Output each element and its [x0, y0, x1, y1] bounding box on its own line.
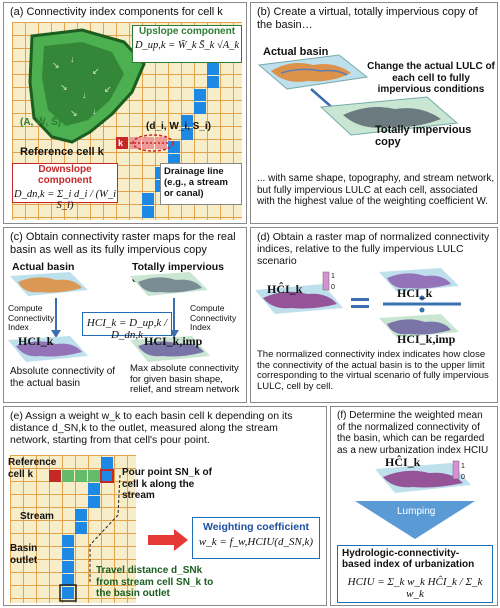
svg-text:↓: ↓ [70, 54, 75, 64]
panel-f-diagram [355, 460, 475, 539]
upslope-inner [42, 42, 124, 126]
f-lumping-funnel [355, 501, 475, 539]
svg-text:↘: ↘ [70, 108, 78, 118]
downslope-label: Downslope component [38, 164, 92, 186]
impervious-basin-shape [343, 107, 441, 128]
c-compute-left: Compute Connectivity Index [8, 303, 55, 332]
panel-c: (c) Obtain connectivity raster maps for … [3, 227, 247, 403]
c-compute-right: Compute Connectivity Index [190, 303, 237, 332]
upslope-formula: D_up,k = W̄_k S̄_k √A_k [134, 40, 240, 51]
aws-label: (A, W̄, S̄) [20, 117, 62, 128]
svg-text:↘: ↘ [52, 60, 60, 70]
c-hci-imp-label: HCI_k,imp [144, 334, 203, 348]
b-impervious-copy: Totally impervious copy [375, 124, 472, 148]
panel-a-title: (a) Connectivity index components for ce… [10, 6, 223, 18]
panel-e-title: (e) Assign a weight w_k to each basin ce… [10, 410, 293, 446]
svg-text:↘: ↘ [60, 82, 68, 92]
panel-f-title: (f) Determine the weighted mean of the n… [337, 410, 489, 456]
e-basin-outlet: Basin outlet [10, 543, 38, 566]
svg-text:↙: ↙ [92, 66, 100, 76]
e-weighting-label: Weighting coefficient [203, 521, 309, 533]
d-description: The normalized connectivity index indica… [257, 349, 489, 392]
e-outlet-box [59, 584, 77, 602]
d-legend [322, 271, 330, 291]
e-weighting-box: Weighting coefficient w_k = f_w,HCIU(d_S… [192, 517, 320, 559]
e-stream-label: Stream [20, 511, 54, 522]
reference-label: Reference cell k [20, 146, 104, 158]
e-stream-cells [62, 457, 113, 599]
e-weighting-formula: w_k = f_w,HCIU(d_SN,k) [198, 536, 314, 548]
upslope-box: Upslope component D_up,k = W̄_k S̄_k √A_… [132, 25, 242, 63]
f-legend-lo: 0 [461, 474, 465, 481]
panel-d: (d) Obtain a raster map of normalized co… [250, 227, 498, 403]
panel-b-diagram [257, 54, 459, 136]
dws-label: (d_i, W_i, S_i) [146, 121, 212, 132]
f-lumping: Lumping [397, 506, 436, 517]
f-legend [452, 460, 460, 480]
panel-d-diagram [255, 268, 461, 338]
f-index-box: Hydrologic-connectivity-based index of u… [337, 545, 493, 603]
reference-cell [116, 137, 128, 149]
e-reference-cell [49, 470, 61, 482]
c-max-text: Max absolute connectivity for given basi… [130, 363, 240, 395]
downslope-box: Downslope component D_dn,k = Σ_i d_i / (… [12, 163, 118, 211]
f-index-title: Hydrologic-connectivity-based index of u… [342, 548, 475, 570]
d-hci-hat: HĈI_k [267, 282, 303, 296]
panel-d-title: (d) Obtain a raster map of normalized co… [257, 231, 490, 267]
upslope-label: Upslope component [138, 26, 236, 37]
d-legend-lo: 0 [331, 284, 335, 291]
panel-b-title: (b) Create a virtual, totally impervious… [257, 6, 478, 31]
panel-e: (e) Assign a weight w_k to each basin ce… [3, 406, 327, 606]
downslope-formula: D_dn,k = Σ_i d_i / (W_i S_i) [14, 189, 116, 211]
e-path-cells [62, 470, 100, 482]
reference-marker: k [118, 138, 124, 148]
c-absolute-text: Absolute connectivity of the actual basi… [10, 366, 116, 389]
b-actual-basin: Actual basin [263, 46, 329, 58]
drainage-box: Drainage line (e.g., a stream or canal) [160, 163, 242, 205]
b-description: ... with same shape, topography, and str… [257, 173, 495, 207]
panel-e-diagram [49, 457, 121, 602]
flow-arrows-green: ↘ ↓ ↙ ↘ ↓ ↙ ↘ ↓ [52, 54, 112, 118]
c-formula-box: HCI_k = D_up,k / D_dn,k [82, 312, 172, 341]
panel-a: (a) Connectivity index components for ce… [3, 2, 247, 224]
c-hci-label: HCI_k [18, 334, 54, 348]
panel-a-diagram: ↘ ↓ ↙ ↘ ↓ ↙ ↘ ↓ [28, 28, 232, 218]
e-reference-label: Reference cell k [8, 457, 57, 480]
f-hci-hat: HĈI_k [385, 455, 421, 469]
svg-text:↙: ↙ [104, 84, 112, 94]
panel-c-diagram [8, 272, 210, 362]
f-legend-hi: 1 [461, 463, 465, 470]
e-red-arrow [148, 529, 188, 551]
e-pour-point [100, 469, 114, 483]
dws-ellipse [132, 134, 174, 152]
panel-c-title: (c) Obtain connectivity raster maps for … [10, 231, 236, 256]
d-legend-hi: 1 [331, 273, 335, 280]
svg-text:↓: ↓ [92, 106, 97, 116]
actual-basin-shape [271, 63, 351, 82]
e-pour-point-label: Pour point SN_k of cell k along the stre… [122, 467, 212, 501]
f-hciu-formula: HCIU = Σ_k w_k HĈI_k / Σ_k w_k [347, 576, 483, 600]
c-actual-basin: Actual basin [12, 261, 75, 273]
b-change-text: Change the actual LULC of each cell to f… [367, 61, 495, 95]
panel-b: (b) Create a virtual, totally impervious… [250, 2, 498, 224]
d-hci-imp: HCI_k,imp [397, 332, 456, 346]
panel-f: (f) Determine the weighted mean of the n… [330, 406, 498, 606]
e-travel-distance: Travel distance d_SNk from stream cell S… [96, 565, 214, 599]
d-hci-k: HCI_k [397, 286, 433, 300]
drainage-label: Drainage line (e.g., a stream or canal) [164, 166, 228, 199]
svg-text:↓: ↓ [82, 90, 87, 100]
